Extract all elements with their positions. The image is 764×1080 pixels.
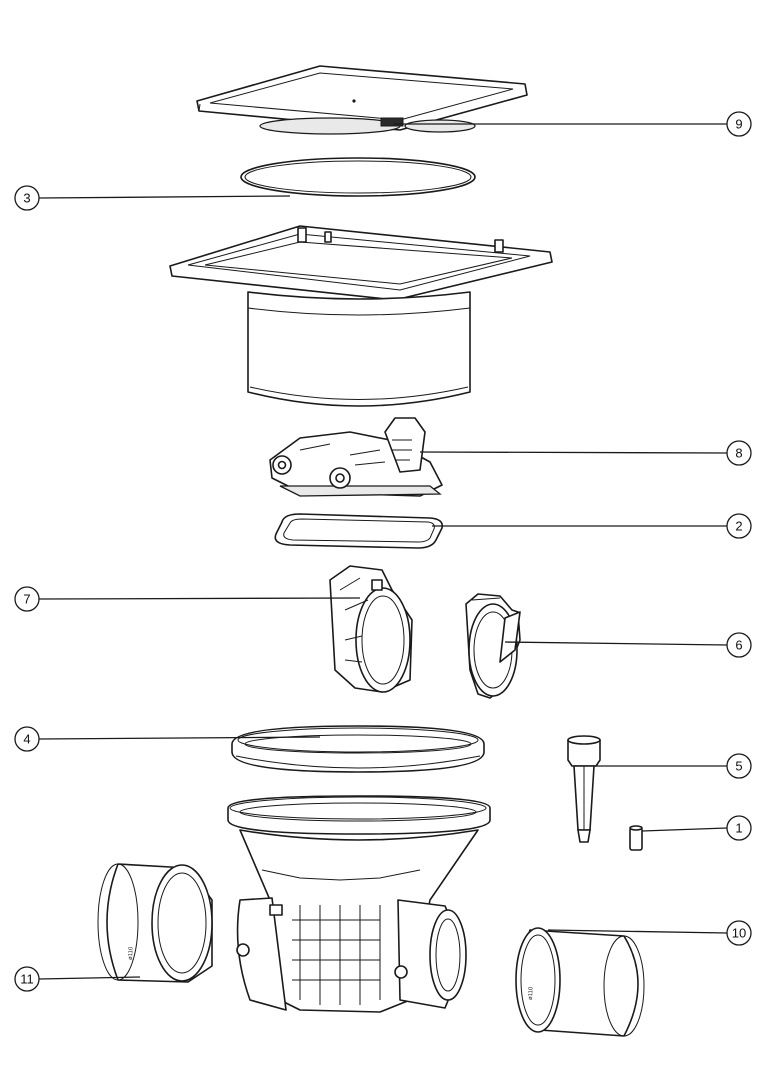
callout-circle-1	[726, 815, 752, 841]
callout-number-4: 4	[23, 732, 30, 747]
callout-circle-5	[726, 753, 752, 779]
part-10-marking: ø110	[528, 986, 534, 1000]
part-o-ring-large	[240, 157, 476, 197]
part-11-marking: ø110	[128, 946, 134, 960]
callout-4: 4	[14, 726, 321, 752]
part-tool-key	[567, 735, 601, 843]
callout-number-10: 10	[732, 926, 746, 941]
callout-number-7: 7	[23, 592, 30, 607]
callout-11: 11	[14, 966, 141, 992]
callout-6: 6	[504, 632, 752, 658]
part-valve-flap	[465, 593, 521, 699]
leader-line-8	[419, 451, 728, 454]
leader-line-10	[547, 929, 728, 934]
part-drain-body	[227, 795, 491, 1013]
callout-3: 3	[14, 185, 291, 211]
callout-circle-2	[726, 513, 752, 539]
leader-line-11	[38, 976, 141, 980]
part-cover-grate	[196, 65, 528, 135]
part-frame-upper-body	[169, 225, 553, 407]
callout-circle-9	[726, 111, 752, 137]
callout-circle-8	[726, 440, 752, 466]
callout-circle-11	[14, 966, 40, 992]
callout-number-9: 9	[735, 117, 742, 132]
callout-circle-3	[14, 185, 40, 211]
callout-10: 10	[547, 920, 752, 946]
part-siphon-insert	[269, 417, 443, 497]
callout-number-1: 1	[735, 821, 742, 836]
callout-number-3: 3	[23, 191, 30, 206]
callout-5: 5	[594, 753, 752, 779]
leader-line-4	[38, 736, 321, 740]
leader-line-6	[504, 641, 728, 646]
callout-circle-10	[726, 920, 752, 946]
leader-line-1	[641, 827, 728, 832]
callout-number-2: 2	[735, 519, 742, 534]
callout-2: 2	[432, 513, 752, 539]
part-rectangular-seal	[274, 513, 444, 549]
callout-9: 9	[394, 111, 752, 137]
callout-number-8: 8	[735, 446, 742, 461]
callouts-layer: 9 3 8 2 7 6 4 5 1 10 11	[14, 111, 752, 992]
part-connection-right: ø110	[515, 927, 645, 1037]
callout-number-11: 11	[20, 972, 34, 987]
callout-number-6: 6	[735, 638, 742, 653]
leader-line-3	[38, 195, 291, 199]
leader-line-7	[38, 597, 361, 600]
part-connection-left: ø110	[97, 863, 213, 983]
callout-circle-7	[14, 586, 40, 612]
callout-circle-4	[14, 726, 40, 752]
callout-7: 7	[14, 586, 361, 612]
callout-8: 8	[419, 440, 752, 466]
part-small-pin	[629, 825, 643, 851]
callout-1: 1	[641, 815, 752, 841]
part-seal-ring	[231, 725, 485, 773]
callout-number-5: 5	[735, 759, 742, 774]
callout-circle-6	[726, 632, 752, 658]
part-backflow-valve-large	[329, 565, 413, 693]
